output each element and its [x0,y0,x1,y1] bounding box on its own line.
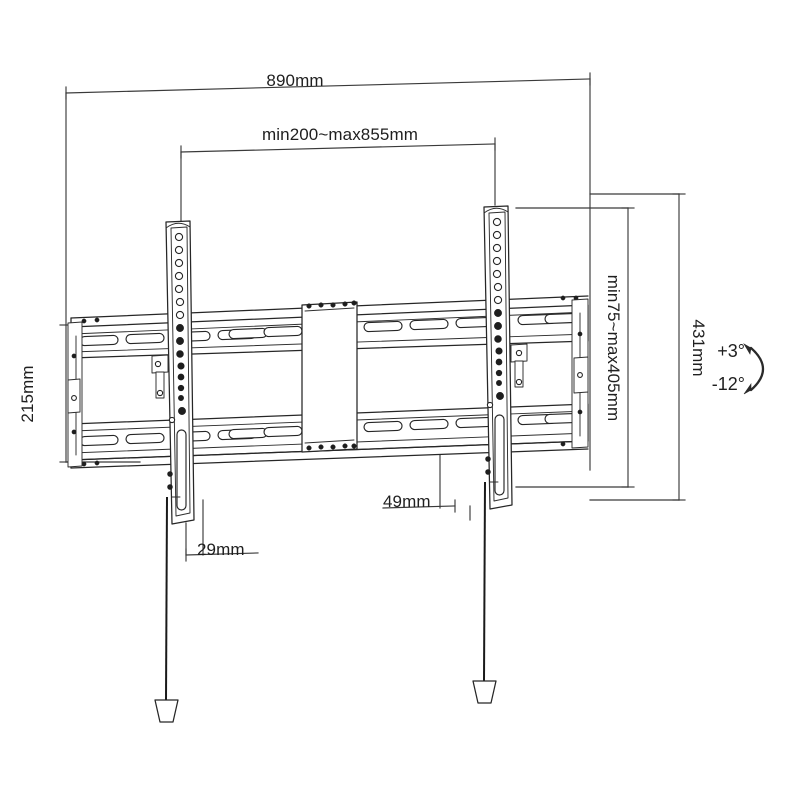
pull-cord-right [472,481,497,704]
left-vertical-rail [151,220,195,525]
dimension-vesa-vertical [515,207,635,488]
upper-rail-slots-right [517,312,579,326]
right-rail-tilt-lock [510,343,528,388]
label-tilt-down: -12° [712,374,745,394]
left-end-bracket [67,321,83,468]
label-depth-left: 29mm [197,540,245,559]
tilt-angle-indicator-icon [743,343,765,395]
label-overall-height: 431mm [689,319,708,376]
label-vesa-horizontal: min200~max855mm [262,125,418,144]
label-overall-width: 890mm [266,71,323,90]
dimension-depth-right [382,454,471,521]
center-plate-rivets-bottom [306,443,357,451]
dimension-overall-width [65,72,591,471]
left-rail-hole-column [174,232,186,415]
dimension-vesa-horizontal [180,137,496,223]
dimension-depth-left [185,499,259,562]
label-vesa-vertical: min75~max405mm [604,275,623,421]
lower-rail-slots-right [517,412,579,426]
upper-rail-rivets-right [560,295,579,301]
lower-rail-rivets-left [81,460,100,467]
pull-cord-left [154,496,179,723]
upper-rail-rivets-left [81,317,100,324]
label-depth-right: 49mm [383,492,431,511]
upper-rail-slots-mid-right [363,316,495,333]
right-rail-hole-column [492,217,504,400]
right-end-bracket [571,298,589,449]
tilt-arrow-up-head-icon [743,343,752,355]
lower-rail-slots-mid-left [228,425,303,440]
label-tilt-up: +3° [717,341,745,361]
tilt-arrow-down-head-icon [743,383,752,395]
lower-rail-slots-mid-right [363,416,495,433]
left-rail-tilt-lock [151,354,169,399]
dimension-overall-height [589,193,686,501]
center-plate [301,300,358,453]
label-plate-height: 215mm [18,365,37,422]
center-plate-rivets-top [306,300,357,309]
right-vertical-rail [483,205,528,510]
